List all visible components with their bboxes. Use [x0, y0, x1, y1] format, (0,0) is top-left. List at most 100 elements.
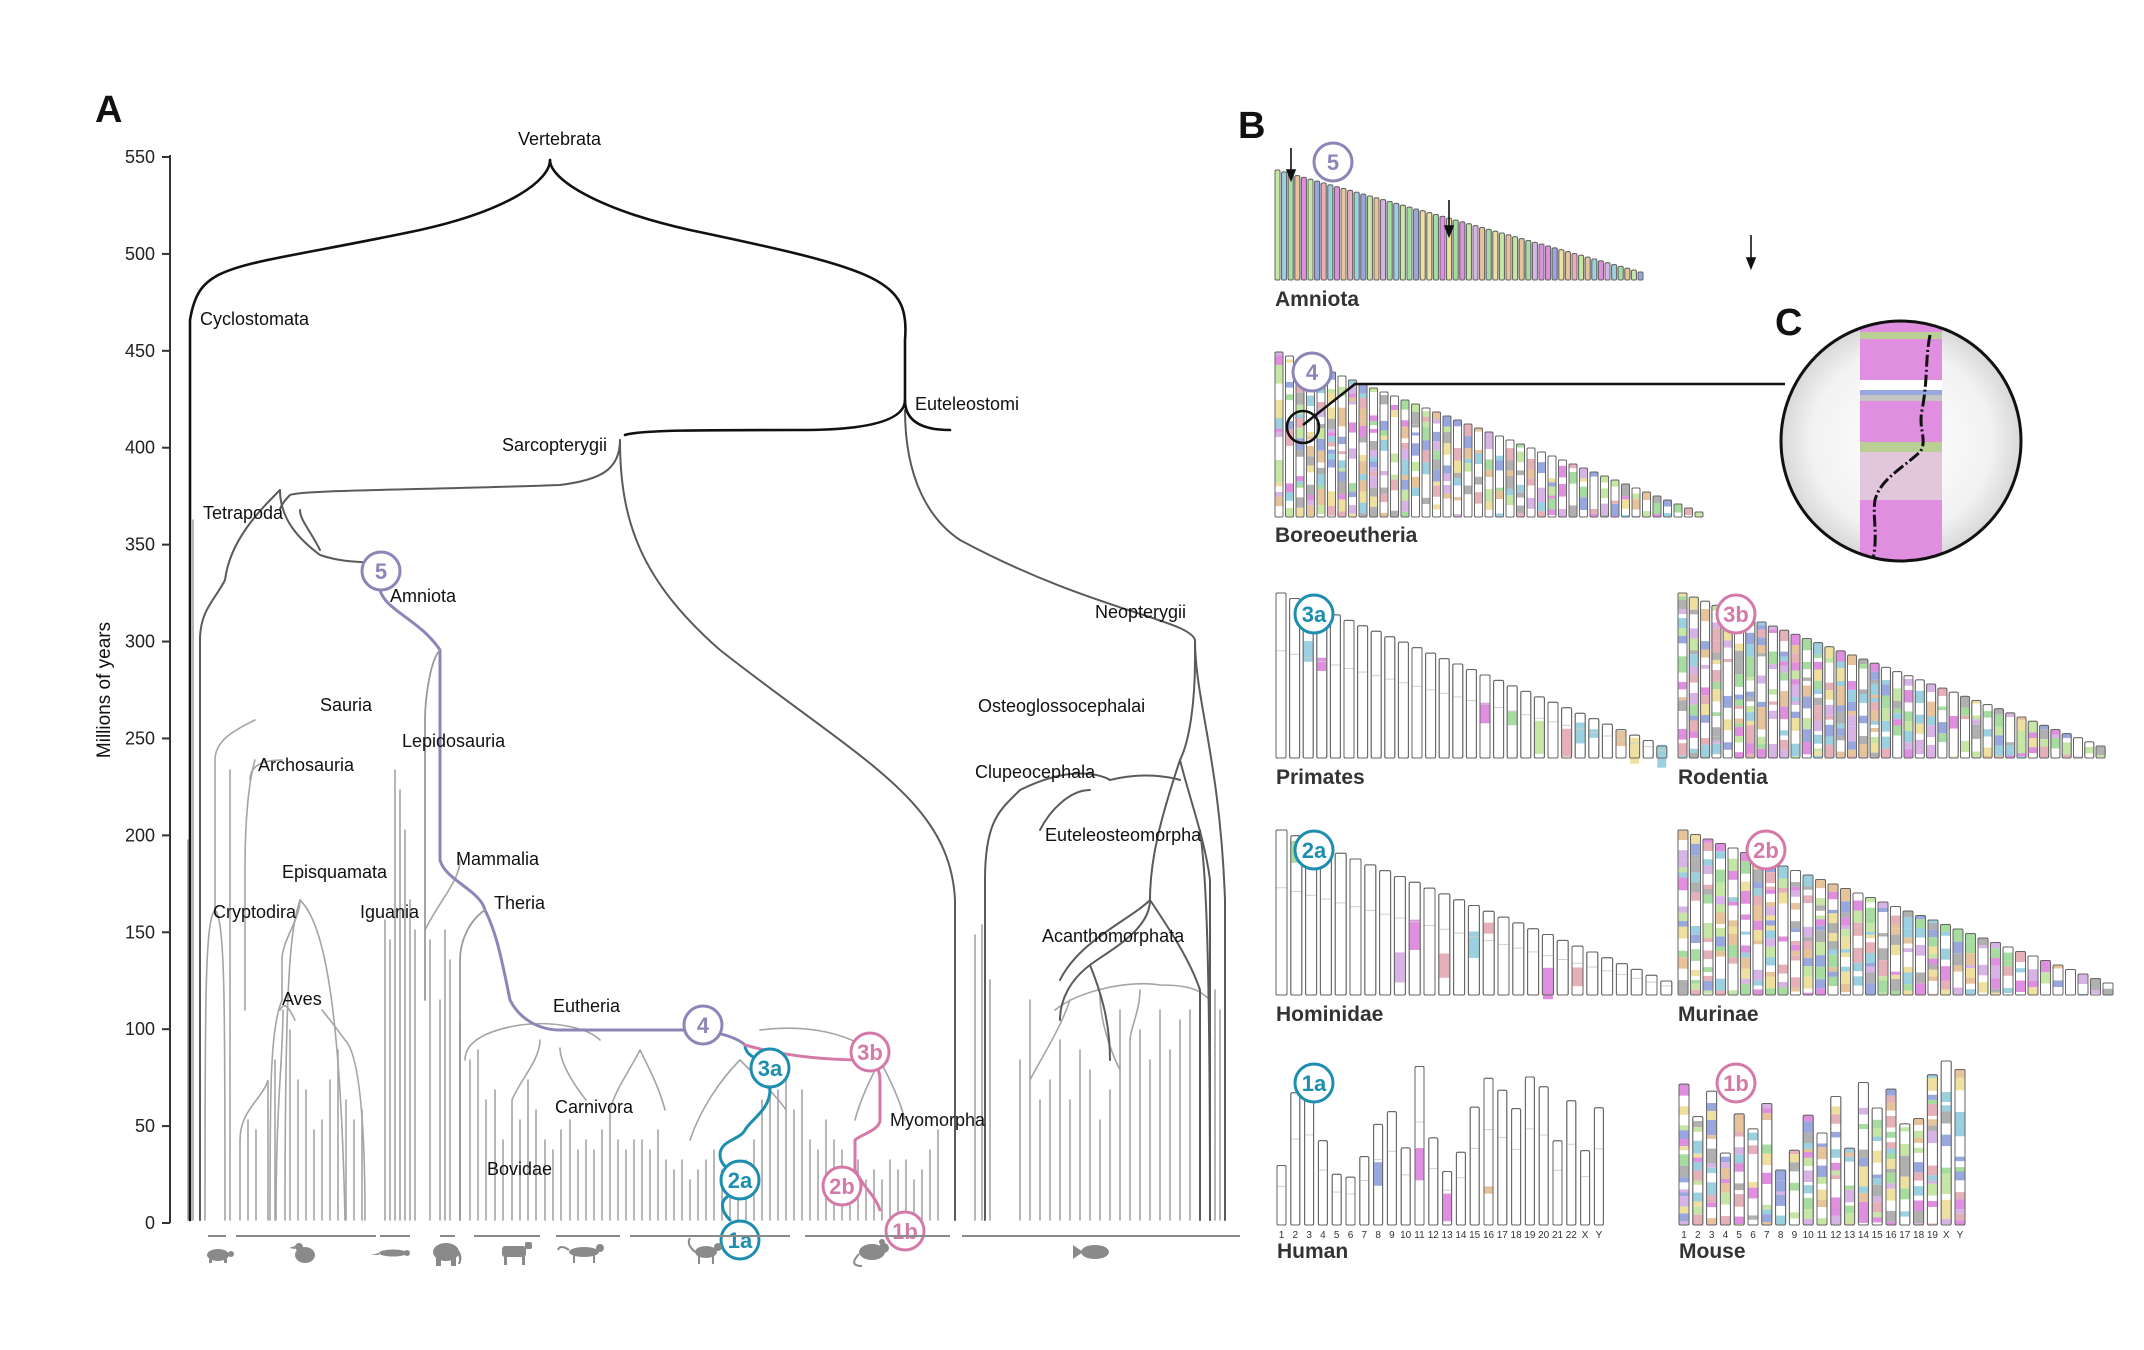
chromosome: [1386, 201, 1393, 281]
chromosome: [1274, 169, 1281, 281]
karyotype-badge-label: 4: [1306, 360, 1319, 385]
node-marker-label: 2b: [829, 1174, 855, 1199]
clade-label-episquamata: Episquamata: [282, 862, 388, 882]
chromosome: [1319, 846, 1332, 996]
chromosome: [1541, 934, 1554, 1000]
chromosome: [1413, 208, 1420, 281]
chromosome: [1484, 431, 1494, 518]
chromosome: [1497, 916, 1510, 996]
chromosome: [1902, 910, 1914, 996]
chromosome: [1589, 471, 1599, 518]
chromosome: [1512, 922, 1525, 996]
chromosome: [2090, 978, 2101, 996]
chromosome-number: 3: [1709, 1230, 1715, 1241]
karyotype-badge-label: 3a: [1302, 602, 1327, 627]
arrow-icon: [1285, 148, 1297, 183]
chromosome: [1406, 206, 1413, 281]
chromosome: [1740, 852, 1751, 996]
chromosome-number: 9: [1389, 1230, 1395, 1241]
chromosome-number: 21: [1552, 1230, 1564, 1241]
bird-icon: [289, 1243, 315, 1263]
chromosome-number: 19: [1927, 1230, 1939, 1241]
elephant-icon: [433, 1243, 462, 1266]
chromosome: [1580, 1150, 1591, 1226]
clade-label-theria: Theria: [494, 893, 546, 913]
chromosome-number: 13: [1442, 1230, 1454, 1241]
karyotype-label: Mouse: [1679, 1240, 1746, 1263]
tick-label: 100: [125, 1019, 155, 1039]
tick-label: 400: [125, 438, 155, 458]
tick-label: 150: [125, 922, 155, 942]
chromosome: [1756, 621, 1767, 759]
chromosome: [1275, 829, 1288, 996]
tick-label: 350: [125, 535, 155, 555]
chromosome: [1816, 1132, 1828, 1226]
chromosome: [1485, 228, 1492, 281]
chromosome: [1645, 974, 1658, 996]
chromosome: [1990, 942, 2001, 996]
chromosome: [1690, 834, 1701, 996]
chromosome: [1459, 221, 1466, 281]
tick-label: 0: [145, 1213, 155, 1233]
tick-label: 500: [125, 244, 155, 264]
chromosome: [1506, 685, 1518, 759]
chromosome: [1993, 708, 2004, 759]
chromosome: [1384, 636, 1396, 759]
clade-label-cyclostomata: Cyclostomata: [200, 309, 310, 329]
chromosome: [1852, 892, 1864, 996]
chromosome: [2016, 716, 2027, 759]
dark-branches: [199, 409, 1226, 1221]
tick-label: 450: [125, 341, 155, 361]
chromosome: [1948, 691, 1959, 759]
axis-title: Millions of years: [94, 622, 115, 758]
chromosome: [1358, 383, 1368, 518]
node-marker-3b: 3b: [849, 1031, 891, 1073]
chromosome-number: 6: [1750, 1230, 1756, 1241]
chromosome: [1329, 614, 1341, 759]
chromosome: [1524, 1076, 1535, 1226]
chromosome: [1438, 658, 1450, 759]
node-marker-label: 1b: [892, 1219, 918, 1244]
chromosome: [1349, 858, 1362, 996]
chromosome: [1495, 435, 1504, 518]
chromosome: [1688, 596, 1699, 759]
chromosome: [1790, 870, 1801, 996]
node-marker-3a: 3a: [749, 1047, 791, 1089]
chromosome: [1971, 700, 1982, 759]
chromosome-number: 4: [1723, 1230, 1729, 1241]
chromosome: [1952, 928, 1964, 996]
chromosome: [1611, 264, 1618, 281]
chromosome: [1700, 600, 1711, 759]
chromosome: [1317, 1140, 1328, 1226]
karyotype-label: Primates: [1276, 766, 1365, 789]
chromosome: [1527, 928, 1540, 996]
chromosome: [1373, 197, 1380, 281]
chromosome: [1579, 467, 1588, 518]
chromosome: [1547, 455, 1557, 518]
node-marker-label: 3a: [758, 1056, 783, 1081]
chromosome: [1629, 734, 1641, 764]
chromosome: [1386, 1111, 1397, 1226]
chromosome: [1604, 262, 1611, 281]
clade-label-neopterygii: Neopterygii: [1095, 602, 1186, 622]
chromosome: [1497, 1089, 1508, 1226]
chromosome: [1571, 252, 1578, 281]
clade-label-iguania: Iguania: [360, 902, 420, 922]
chromosome: [1498, 232, 1505, 281]
chromosome-number: 7: [1764, 1230, 1770, 1241]
chromosome: [1463, 423, 1473, 518]
chromosome: [2027, 720, 2038, 759]
chromosome: [1642, 740, 1654, 759]
chromosome: [1761, 1103, 1773, 1226]
karyotype-badge-label: 3b: [1723, 602, 1749, 627]
node-marker-label: 4: [697, 1013, 710, 1038]
chromosome: [2073, 737, 2083, 759]
karyotype-label: Human: [1277, 1240, 1348, 1263]
panel-label-c: C: [1775, 302, 1802, 344]
chromosome: [1474, 427, 1483, 518]
chromosome: [1624, 267, 1631, 281]
chromosome: [1694, 511, 1704, 518]
chromosome: [1453, 899, 1466, 996]
chromosome: [1516, 443, 1525, 518]
karyotype-badge-label: 2b: [1753, 838, 1779, 863]
